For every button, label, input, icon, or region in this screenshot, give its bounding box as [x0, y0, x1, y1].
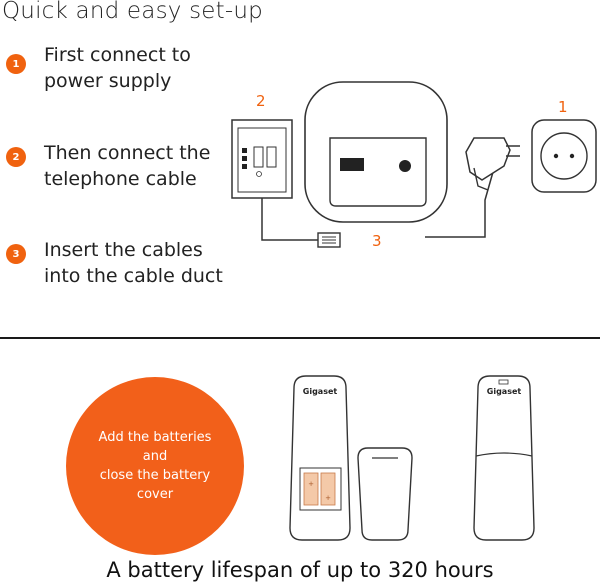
step-1-line1: First connect to [44, 44, 191, 66]
battery-lifespan-text: A battery lifespan of up to 320 hours [106, 558, 494, 582]
page-title: Quick and easy set-up [2, 0, 263, 24]
brand-logo: Gigaset [487, 387, 522, 396]
battery-cover-icon [357, 447, 413, 541]
step-2-text: Then connect the telephone cable [44, 140, 244, 192]
step-2-line2: telephone cable [44, 168, 197, 190]
setup-diagram: 2 3 1 [231, 81, 597, 250]
section-divider [0, 337, 600, 339]
power-socket-icon [531, 119, 597, 193]
battery-icon: + + [303, 472, 336, 506]
step-number-badge: 1 [6, 54, 26, 74]
step-3-text: Insert the cables into the cable duct [44, 237, 244, 289]
wall-jack-label: 2 [256, 92, 266, 110]
step-3-line2: into the cable duct [44, 265, 223, 287]
closed-handset-icon: Gigaset [473, 375, 535, 541]
step-3-line1: Insert the cables [44, 239, 203, 261]
brand-logo: Gigaset [303, 387, 338, 396]
telephone-cable [261, 198, 318, 241]
callout-line3: close the battery [99, 468, 211, 483]
svg-text:+: + [325, 494, 331, 502]
callout-line4: cover [136, 487, 174, 502]
telephone-wall-jack-icon [231, 119, 293, 199]
battery-callout: Add the batteries and close the battery … [66, 377, 244, 555]
telephone-plug-icon [317, 232, 341, 248]
base-station-icon [304, 81, 448, 223]
handset-icon: Gigaset [289, 375, 351, 541]
power-cable [425, 171, 494, 238]
callout-line2: and [142, 449, 168, 464]
step-number-badge: 2 [6, 147, 26, 167]
power-adapter-icon [465, 137, 520, 191]
cable-duct-label: 3 [372, 232, 382, 250]
battery-callout-text: Add the batteries and close the battery … [80, 428, 230, 504]
step-2-line1: Then connect the [44, 142, 211, 164]
socket-label: 1 [558, 98, 568, 116]
step-number-badge: 3 [6, 244, 26, 264]
svg-text:+: + [308, 480, 314, 488]
callout-line1: Add the batteries [98, 430, 212, 445]
step-1-line2: power supply [44, 70, 172, 92]
step-1-text: First connect to power supply [44, 42, 244, 94]
